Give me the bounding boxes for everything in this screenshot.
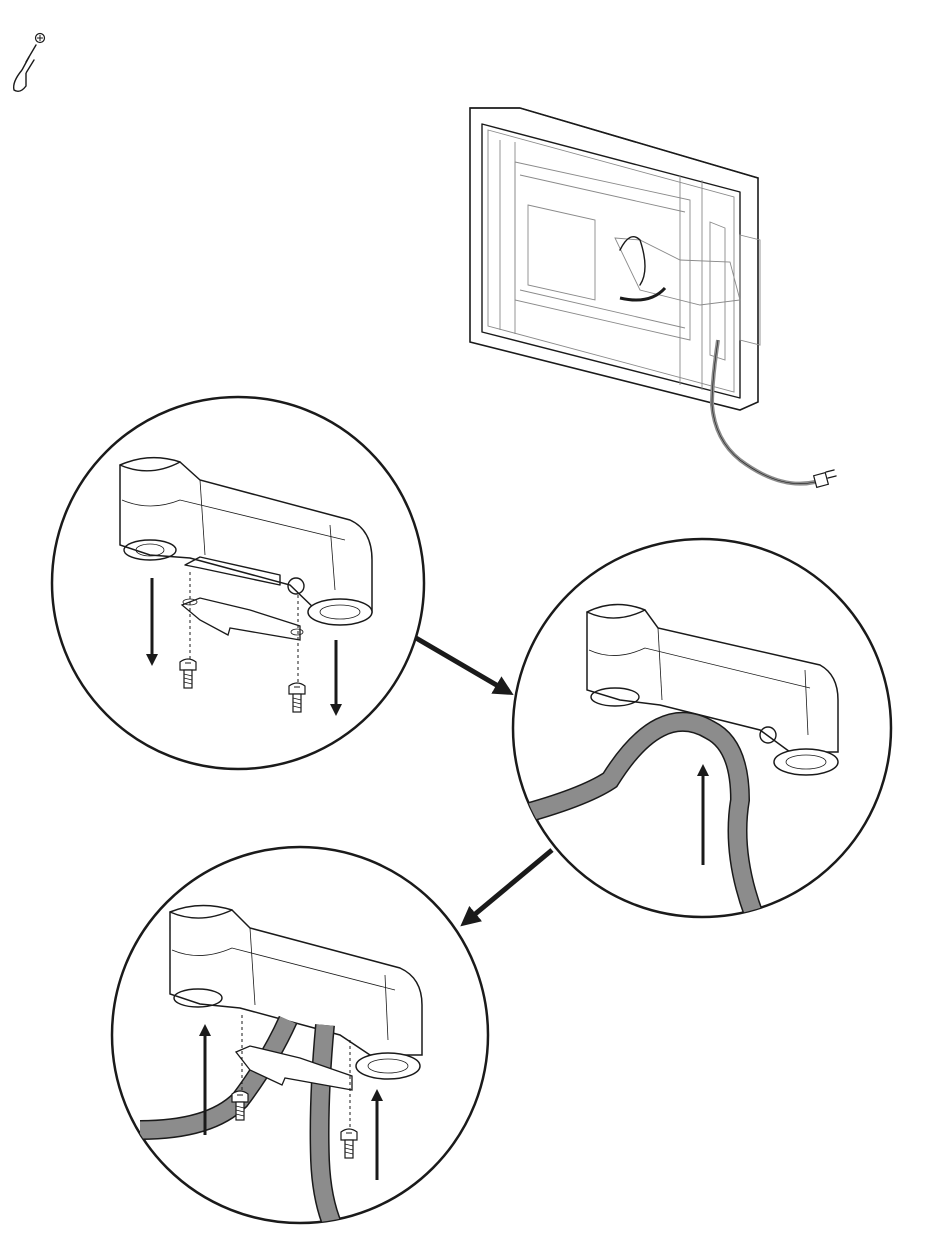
step-arrow-1-to-2: [416, 638, 505, 690]
arm-cover-reinstall-detail: [112, 847, 488, 1240]
step-arrow-2-to-3: [468, 850, 552, 920]
arm-cover-removal-detail: [52, 397, 424, 769]
cable-insertion-detail: [500, 539, 891, 930]
tv-mount-overview: [470, 108, 836, 487]
phillips-screwdriver-icon: [14, 34, 45, 92]
